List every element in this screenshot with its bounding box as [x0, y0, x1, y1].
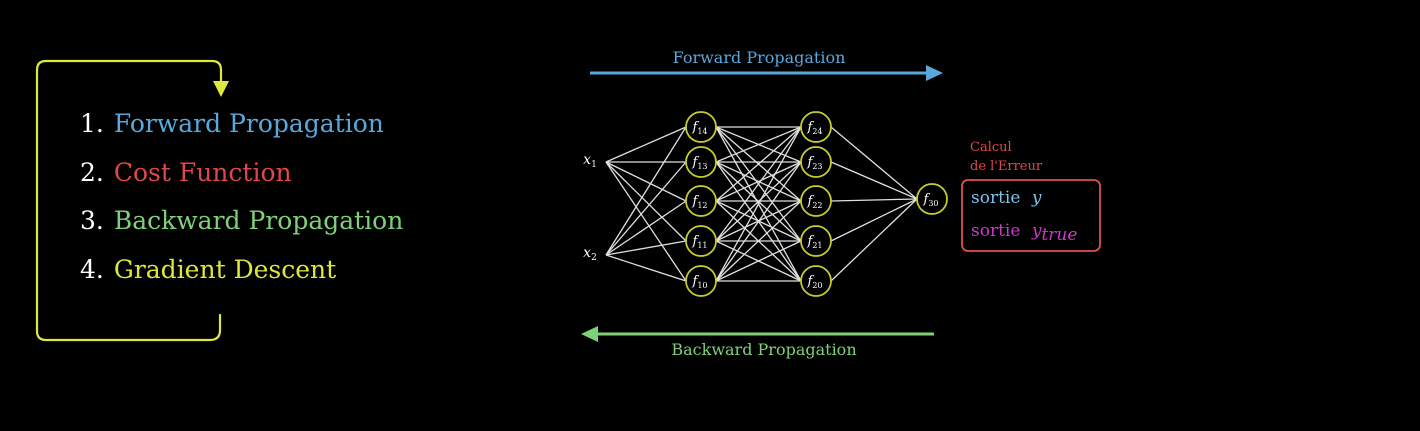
neuron-f21-label: f21 — [807, 234, 823, 250]
ytrue-subscript: true — [1041, 225, 1077, 245]
neuron-f20 — [800, 265, 832, 297]
neuron-f24-label: f24 — [807, 120, 823, 136]
error-title-line1: Calcul — [970, 140, 1012, 155]
neuron-f10 — [685, 265, 717, 297]
edge-input-layer1 — [605, 126, 687, 163]
forward-propagation-label: Forward Propagation — [673, 48, 846, 67]
neuron-f11-label: f11 — [692, 234, 708, 250]
neuron-f23-label: f23 — [807, 155, 823, 171]
input-node-x1: x1 — [583, 152, 597, 170]
edge-layer1-layer2 — [715, 161, 802, 202]
edge-input-layer1 — [605, 161, 687, 202]
edge-input-layer1 — [605, 126, 687, 256]
edge-layer1-layer2 — [715, 126, 802, 163]
y-symbol: y — [1031, 188, 1042, 208]
edge-layer1-layer2 — [715, 161, 802, 282]
step-label: Forward Propagation — [113, 109, 384, 138]
neuron-f30 — [916, 183, 948, 215]
edge-input-layer1 — [605, 200, 687, 256]
edge-layer2-output — [830, 198, 918, 242]
step-label: Cost Function — [113, 157, 292, 187]
sortie-word: sortie — [971, 188, 1020, 208]
neuron-f22 — [800, 185, 832, 217]
network-nodes: x1 x2 f14 f13 f12 f11 f10 f24 f23 f22 f21 f20 f30 — [583, 111, 948, 297]
step-item-cost-function: 2. Cost Function — [80, 149, 403, 198]
neuron-f13 — [685, 146, 717, 178]
edge-input-layer1 — [605, 161, 687, 256]
step-item-gradient-descent: 4. Gradient Descent — [80, 246, 403, 295]
arrow-right-icon — [926, 65, 943, 81]
edge-layer2-output — [830, 161, 918, 200]
edge-layer2-output — [830, 126, 918, 200]
edge-layer1-layer2 — [715, 200, 802, 282]
network-edges — [605, 126, 918, 282]
edge-input-layer1 — [605, 161, 687, 282]
neuron-f23 — [800, 146, 832, 178]
edge-layer1-layer2 — [715, 126, 802, 242]
error-title-line2: de l'Erreur — [970, 159, 1043, 174]
neuron-f12-label: f12 — [692, 194, 708, 210]
neuron-f14 — [685, 111, 717, 143]
sortie-word: sortie — [971, 221, 1020, 241]
ytrue-symbol: y — [1031, 221, 1042, 241]
edge-layer1-layer2 — [715, 240, 802, 282]
edge-input-layer1 — [605, 254, 687, 282]
neuron-f11 — [685, 225, 717, 257]
step-label: Gradient Descent — [113, 254, 337, 284]
edge-layer1-layer2 — [715, 126, 802, 282]
step-number: 4. — [80, 254, 104, 284]
step-number: 1. — [80, 109, 104, 138]
error-box — [961, 179, 1101, 252]
edge-input-layer1 — [605, 161, 687, 242]
sortie-y-label: sortie y — [971, 188, 1042, 208]
input-node-x2: x2 — [583, 245, 597, 263]
arrow-head-icon — [213, 81, 229, 97]
steps-list: 1. Forward Propagation 2. Cost Function 3.… — [80, 100, 403, 294]
neuron-f10-label: f10 — [692, 274, 708, 290]
neuron-f13-label: f13 — [692, 155, 708, 171]
step-item-backward-propagation: 3. Backward Propagation — [80, 197, 403, 246]
edge-layer1-layer2 — [715, 161, 802, 242]
arrow-left-icon — [581, 326, 598, 342]
edge-layer2-output — [830, 198, 918, 202]
neuron-f30-label: f30 — [923, 192, 939, 208]
step-number: 2. — [80, 157, 104, 187]
step-label: Backward Propagation — [113, 206, 404, 235]
edge-layer2-output — [830, 198, 918, 282]
step-number: 3. — [80, 206, 104, 235]
edge-layer1-layer2 — [715, 126, 802, 202]
training-loop-arrow — [35, 59, 229, 342]
neuron-f22-label: f22 — [807, 194, 823, 210]
neuron-f20-label: f20 — [807, 274, 823, 290]
neuron-f14-label: f14 — [692, 120, 708, 136]
neuron-f12 — [685, 185, 717, 217]
backward-propagation-label: Backward Propagation — [671, 340, 856, 359]
step-item-forward-propagation: 1. Forward Propagation — [80, 100, 403, 149]
neuron-f21 — [800, 225, 832, 257]
sortie-ytrue-label: sortie ytrue — [971, 221, 1077, 245]
edge-input-layer1 — [605, 240, 687, 256]
neuron-f24 — [800, 111, 832, 143]
